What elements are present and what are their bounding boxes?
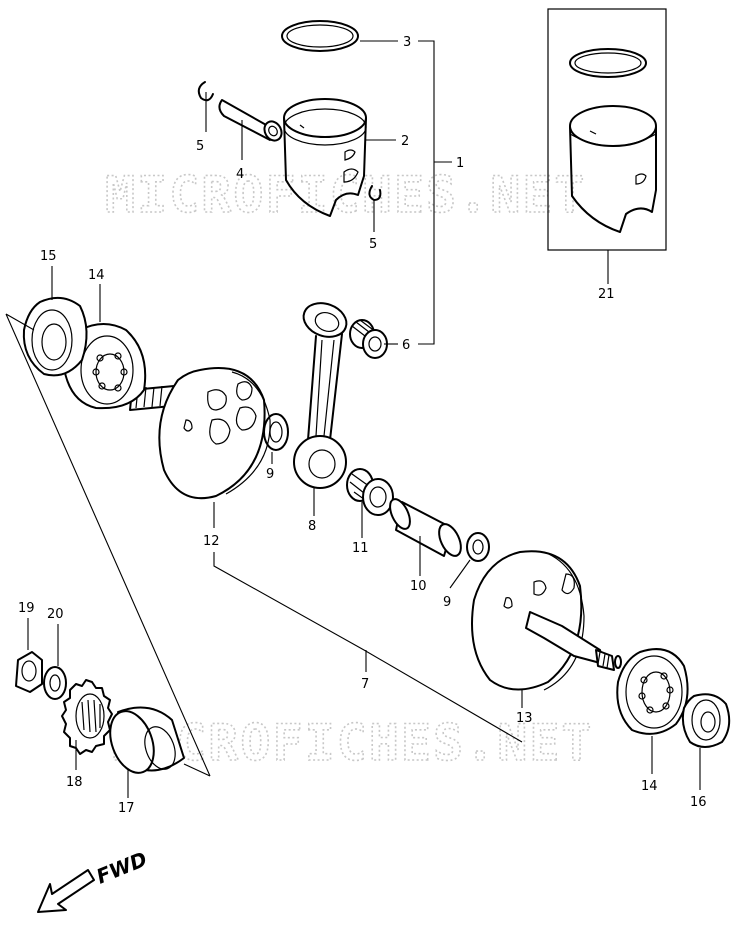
- oversize-piston-set: [547, 8, 667, 251]
- oil-seal-left: [22, 296, 88, 377]
- crank-half-right: [471, 550, 622, 691]
- crank-pin: [389, 498, 462, 557]
- label-part-17: 17: [118, 801, 135, 816]
- label-part-8: 8: [308, 519, 316, 534]
- washer-small: [43, 666, 67, 700]
- label-part-10: 10: [410, 579, 427, 594]
- oil-seal-right: [681, 693, 731, 748]
- label-part-18: 18: [66, 775, 83, 790]
- main-bearing-right: [616, 648, 689, 735]
- watermark-bottom: MICROFICHES.NET: [112, 714, 594, 772]
- piston-pin: [218, 99, 283, 142]
- label-part-7: 7: [361, 677, 369, 692]
- fwd-label: FWD: [93, 847, 151, 889]
- label-part-14-left: 14: [88, 268, 105, 283]
- label-part-9-left: 9: [266, 467, 274, 482]
- connecting-rod: [293, 302, 348, 489]
- watermark-top: MICROFICHES.NET: [105, 166, 587, 224]
- label-part-5-top: 5: [196, 139, 204, 154]
- label-part-21: 21: [598, 287, 615, 302]
- label-part-11: 11: [352, 541, 369, 556]
- circlip-top: [197, 81, 214, 102]
- label-part-1: 1: [456, 156, 464, 171]
- washer-right: [466, 532, 490, 562]
- big-end-bearing: [346, 468, 394, 516]
- piston: [283, 98, 367, 217]
- label-part-12: 12: [203, 534, 220, 549]
- label-part-5-right: 5: [369, 237, 377, 252]
- label-part-4: 4: [236, 167, 244, 182]
- label-part-16: 16: [690, 795, 707, 810]
- leader-lines: [5, 40, 701, 798]
- crank-half-left: [129, 367, 271, 500]
- label-part-6: 6: [402, 338, 410, 353]
- label-part-2: 2: [401, 134, 409, 149]
- label-part-19: 19: [18, 601, 35, 616]
- label-part-3: 3: [403, 35, 411, 50]
- label-part-20: 20: [47, 607, 64, 622]
- label-part-13: 13: [516, 711, 533, 726]
- primary-gear: [61, 679, 113, 755]
- label-part-14-right: 14: [641, 779, 658, 794]
- arrow-left-down-icon: [37, 869, 95, 913]
- spacer-sleeve: [109, 706, 185, 774]
- label-part-9-right: 9: [443, 595, 451, 610]
- small-end-bearing: [349, 319, 388, 359]
- nut: [15, 651, 43, 693]
- forward-direction-indicator: FWD: [37, 847, 151, 913]
- piston-ring: [281, 20, 359, 52]
- label-part-15: 15: [40, 249, 57, 264]
